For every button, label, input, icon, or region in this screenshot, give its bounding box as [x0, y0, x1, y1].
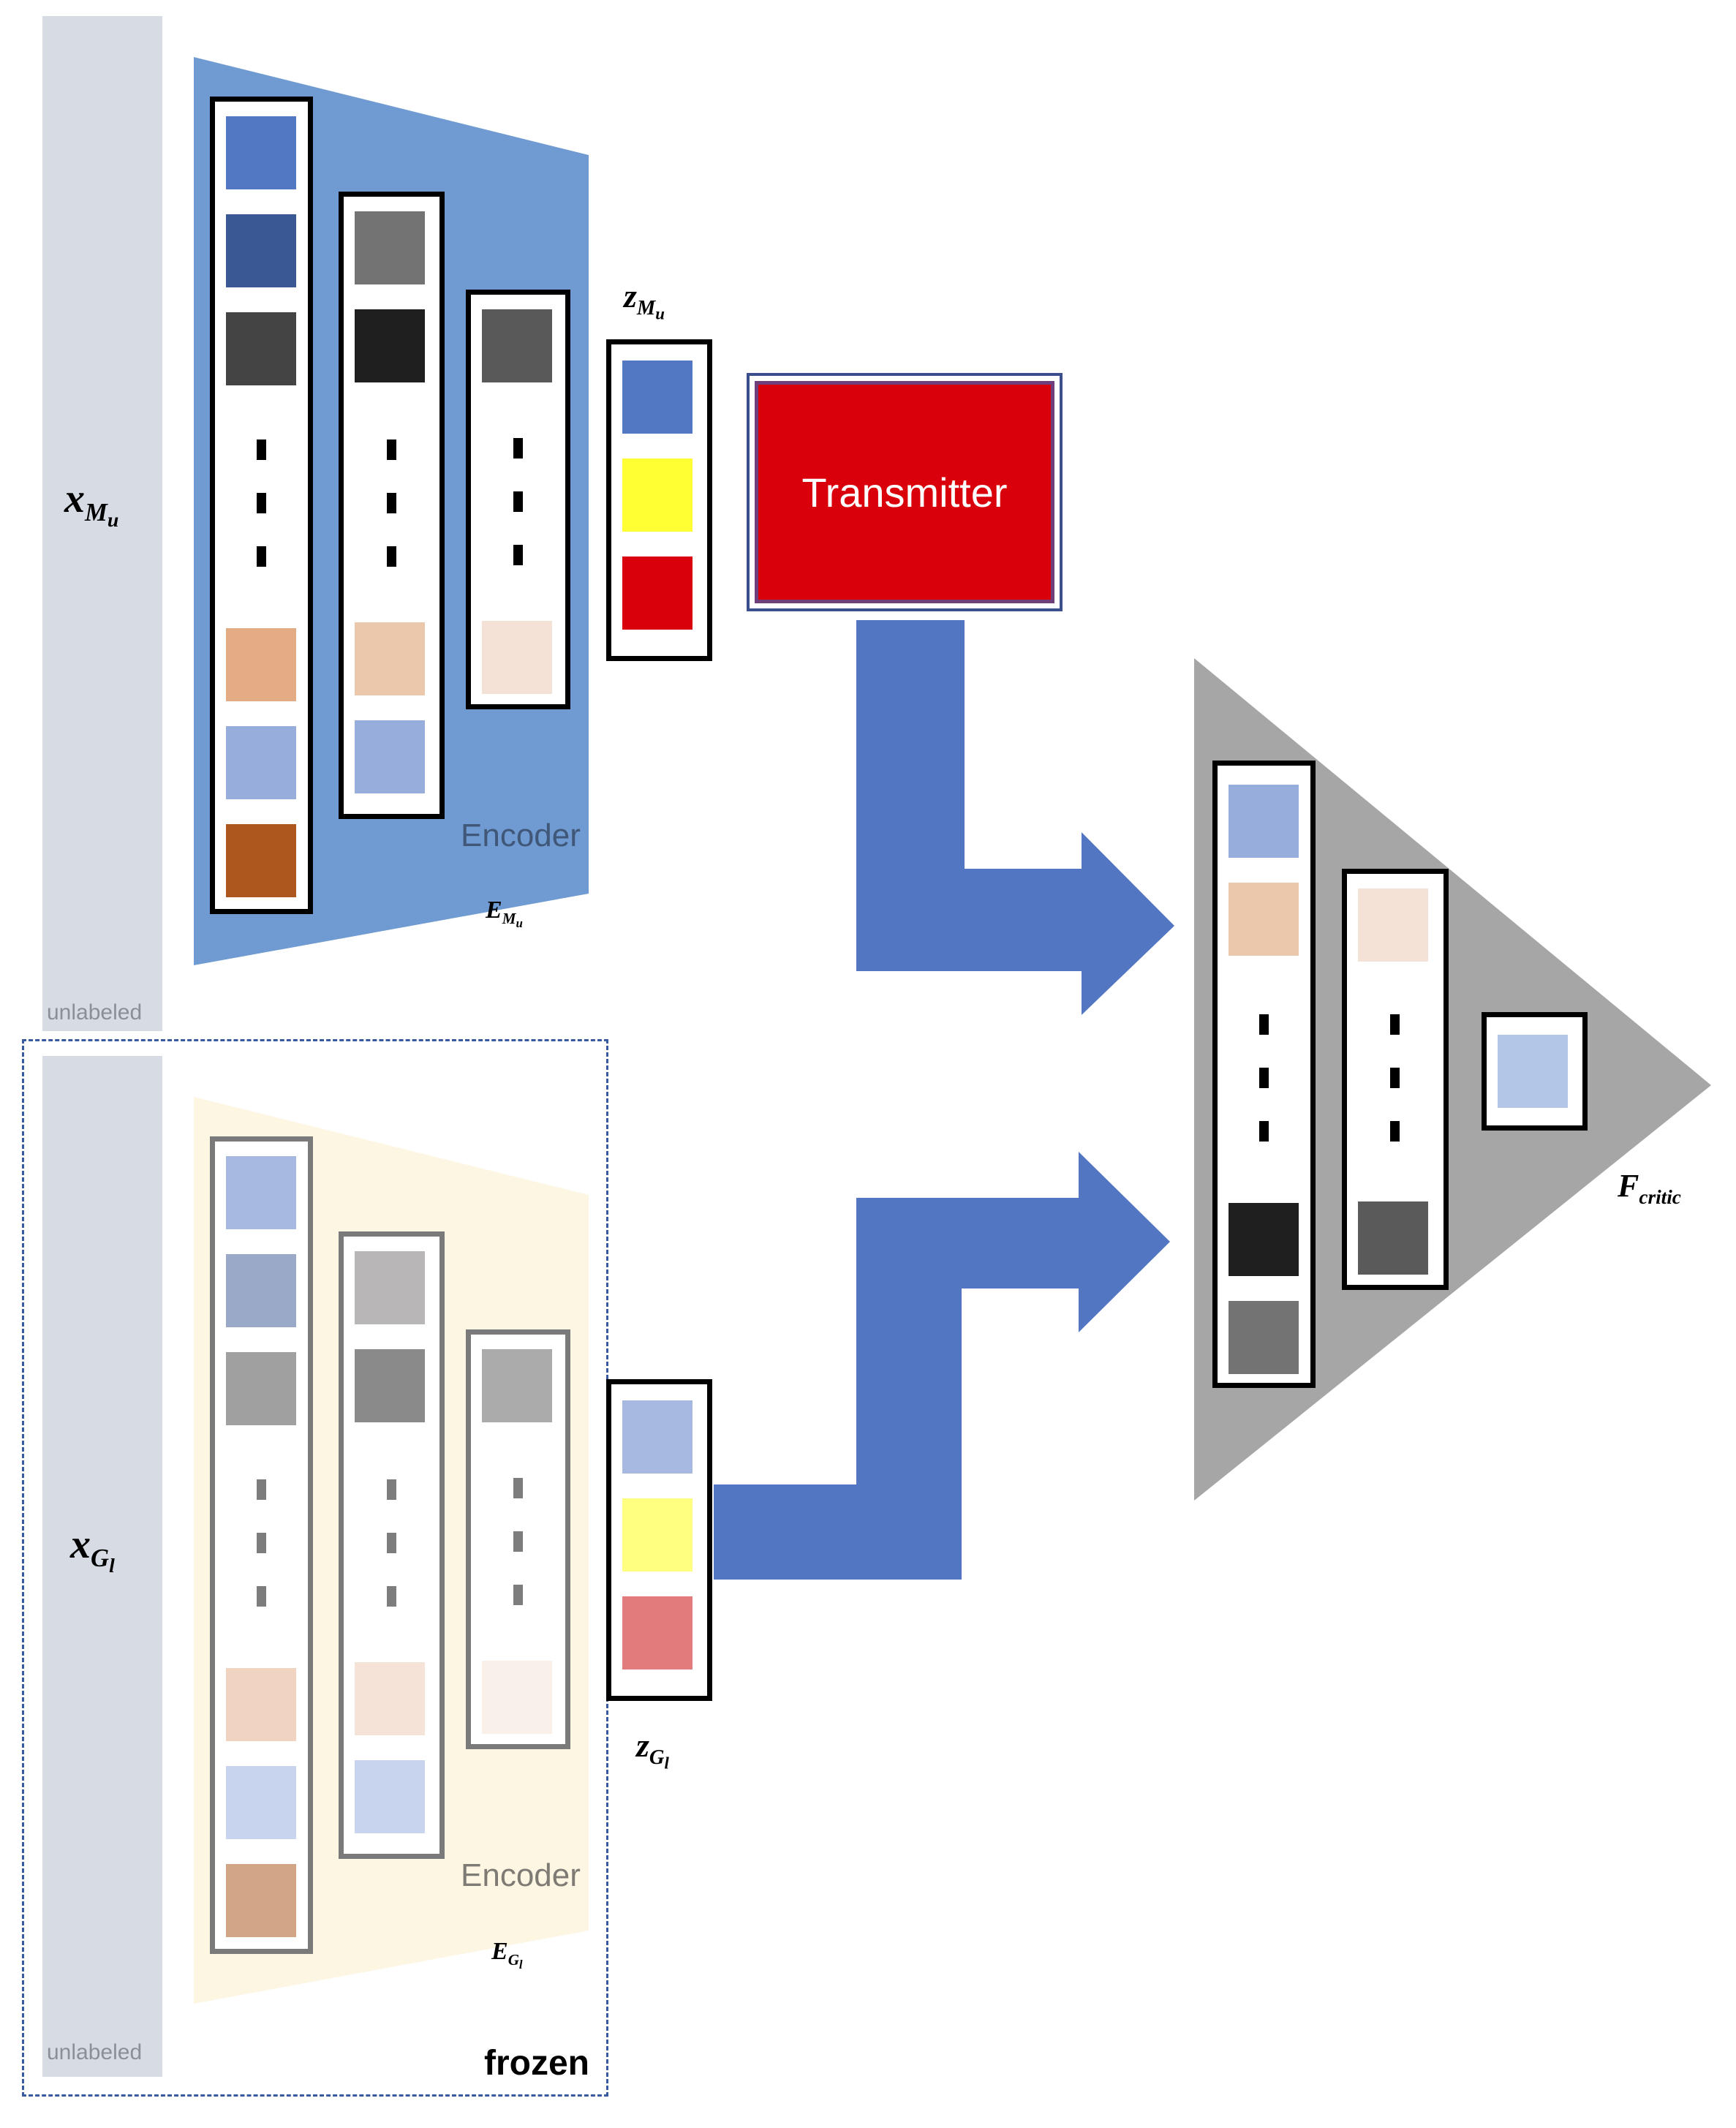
dots-vertical-icon [387, 1533, 396, 1553]
feature-cell [1229, 1203, 1299, 1276]
feature-cell [355, 1349, 425, 1422]
dots-vertical-icon [387, 546, 396, 567]
dots-vertical-icon [1390, 1068, 1400, 1088]
unlabeled-tag-bottom: unlabeled [47, 2040, 143, 2064]
critic-layer-2 [1342, 869, 1449, 1290]
critic-output [1482, 1012, 1588, 1131]
input-label-bottom: xGl [70, 1522, 115, 1578]
feature-cell [226, 116, 296, 189]
dots-vertical-icon [387, 493, 396, 513]
critic-symbol: Fcritic [1618, 1168, 1681, 1208]
feature-cell [355, 211, 425, 284]
encoder-label-top: Encoder [461, 818, 581, 853]
feature-cell [355, 1251, 425, 1324]
feature-cell [1229, 785, 1299, 858]
dots-vertical-icon [513, 1531, 523, 1552]
dots-vertical-icon [257, 493, 266, 513]
feature-cell [226, 824, 296, 897]
input-sidebar-top [42, 16, 162, 1031]
latent-vector-bottom [606, 1379, 712, 1701]
dots-vertical-icon [513, 1478, 523, 1498]
dots-vertical-icon [1259, 1068, 1269, 1088]
feature-cell [622, 361, 692, 434]
dots-vertical-icon [513, 491, 523, 512]
feature-cell [482, 1349, 552, 1422]
dots-vertical-icon [257, 1533, 266, 1553]
feature-cell [1358, 1201, 1428, 1275]
feature-cell [622, 1400, 692, 1474]
feature-cell [622, 459, 692, 532]
feature-cell [355, 1662, 425, 1735]
encoder-layer-top-2 [339, 192, 445, 819]
dots-vertical-icon [387, 1479, 396, 1500]
unlabeled-tag-top: unlabeled [47, 1000, 143, 1025]
feature-cell [1358, 888, 1428, 962]
input-label-top: xMu [64, 476, 119, 532]
encoder-symbol-top: EMu [486, 897, 523, 930]
dots-vertical-icon [257, 439, 266, 460]
critic-layer-1 [1212, 761, 1316, 1388]
feature-cell [355, 720, 425, 793]
encoder-layer-bottom-3 [466, 1329, 570, 1749]
frozen-label: frozen [484, 2044, 589, 2083]
encoder-label-bottom: Encoder [461, 1857, 581, 1893]
feature-cell [226, 1864, 296, 1937]
transmitter-frame: Transmitter [747, 373, 1063, 611]
feature-cell [226, 312, 296, 385]
feature-cell [226, 214, 296, 287]
feature-cell [226, 1254, 296, 1327]
feature-cell [1498, 1035, 1568, 1108]
feature-cell [226, 1156, 296, 1229]
feature-cell [226, 1668, 296, 1741]
dots-vertical-icon [513, 1585, 523, 1605]
feature-cell [226, 1766, 296, 1839]
feature-cell [226, 628, 296, 701]
dots-vertical-icon [257, 546, 266, 567]
feature-cell [355, 309, 425, 382]
dots-vertical-icon [513, 545, 523, 565]
encoder-layer-top-3 [466, 290, 570, 709]
feature-cell [226, 726, 296, 799]
feature-cell [1229, 1301, 1299, 1374]
latent-label-bottom: zGl [636, 1727, 669, 1773]
feature-cell [482, 1661, 552, 1734]
feature-cell [622, 1498, 692, 1572]
encoder-layer-bottom-2 [339, 1231, 445, 1859]
transmitter-label: Transmitter [801, 469, 1008, 516]
encoder-symbol-bottom: EGl [491, 1938, 523, 1972]
dots-vertical-icon [257, 1479, 266, 1500]
dots-vertical-icon [387, 439, 396, 460]
encoder-layer-bottom-1 [210, 1136, 313, 1954]
feature-cell [622, 556, 692, 630]
feature-cell [355, 622, 425, 695]
dots-vertical-icon [1259, 1121, 1269, 1142]
dots-vertical-icon [1390, 1014, 1400, 1035]
dots-vertical-icon [1259, 1014, 1269, 1035]
input-sidebar-bottom [42, 1056, 162, 2077]
feature-cell [226, 1352, 296, 1425]
latent-vector-top [606, 339, 712, 661]
feature-cell [482, 309, 552, 382]
feature-cell [355, 1760, 425, 1833]
dots-vertical-icon [1390, 1121, 1400, 1142]
feature-cell [482, 621, 552, 694]
latent-label-top: zMu [624, 277, 665, 323]
transmitter-box: Transmitter [755, 381, 1054, 603]
feature-cell [622, 1596, 692, 1669]
dots-vertical-icon [387, 1586, 396, 1607]
dots-vertical-icon [513, 438, 523, 459]
feature-cell [1229, 883, 1299, 956]
encoder-layer-top-1 [210, 97, 313, 914]
dots-vertical-icon [257, 1586, 266, 1607]
